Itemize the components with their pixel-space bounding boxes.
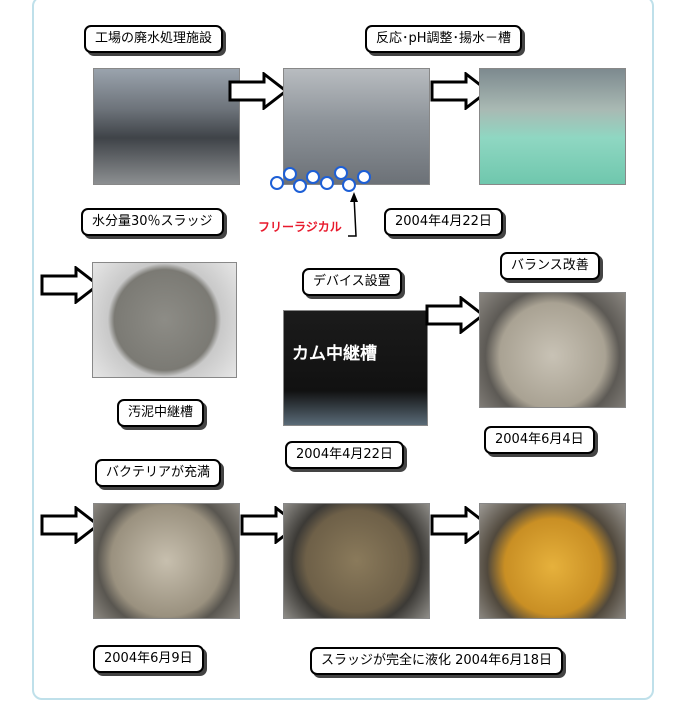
radical-dot bbox=[357, 170, 371, 184]
arrow-right-icon bbox=[430, 72, 490, 110]
photo-relay-tank: カム中継槽 bbox=[283, 310, 428, 426]
photo-liquefying-sludge bbox=[283, 503, 430, 619]
radical-dot bbox=[306, 170, 320, 184]
radical-dot bbox=[270, 176, 284, 190]
pointer-arrow-icon bbox=[348, 192, 358, 237]
label-wastewater-facility: 工場の廃水処理施設 bbox=[84, 25, 224, 53]
photo-balanced-sludge bbox=[479, 292, 626, 408]
label-reaction-tank: 反応･pH調整･揚水－槽 bbox=[365, 25, 523, 53]
photo-liquefied-sludge bbox=[479, 503, 626, 619]
label-date-0609: 2004年6月9日 bbox=[93, 645, 204, 673]
label-date-0422-b: 2004年4月22日 bbox=[285, 441, 404, 469]
label-liquefied-0618: スラッジが完全に液化 2004年6月18日 bbox=[310, 647, 564, 675]
photo-bacteria-sludge bbox=[93, 503, 240, 619]
label-sludge-30: 水分量30％スラッジ bbox=[81, 208, 224, 236]
arrow-right-icon bbox=[40, 506, 100, 544]
radical-dot bbox=[293, 179, 307, 193]
photo-wastewater-plant bbox=[93, 68, 240, 185]
free-radical-label: フリーラジカル bbox=[258, 220, 342, 234]
arrow-right-icon bbox=[430, 506, 490, 544]
photo-reaction-tank bbox=[283, 68, 430, 185]
radical-dot bbox=[334, 166, 348, 180]
arrow-right-icon bbox=[40, 266, 100, 304]
label-balance-improve: バランス改善 bbox=[500, 252, 600, 280]
arrow-right-icon bbox=[228, 72, 288, 110]
tank-band-text: カム中継槽 bbox=[292, 344, 377, 364]
photo-green-water-tank bbox=[479, 68, 626, 185]
radical-dot bbox=[283, 167, 297, 181]
label-date-0422-a: 2004年4月22日 bbox=[384, 208, 503, 236]
radical-dot bbox=[320, 176, 334, 190]
label-sludge-relay-tank: 汚泥中継槽 bbox=[117, 399, 205, 427]
arrow-right-icon bbox=[425, 296, 485, 334]
photo-sludge-tank bbox=[92, 262, 237, 378]
label-date-0604: 2004年6月4日 bbox=[484, 426, 595, 454]
radical-dot bbox=[342, 178, 356, 192]
label-bacteria-full: バクテリアが充満 bbox=[95, 459, 222, 487]
label-device-install: デバイス設置 bbox=[302, 268, 402, 296]
